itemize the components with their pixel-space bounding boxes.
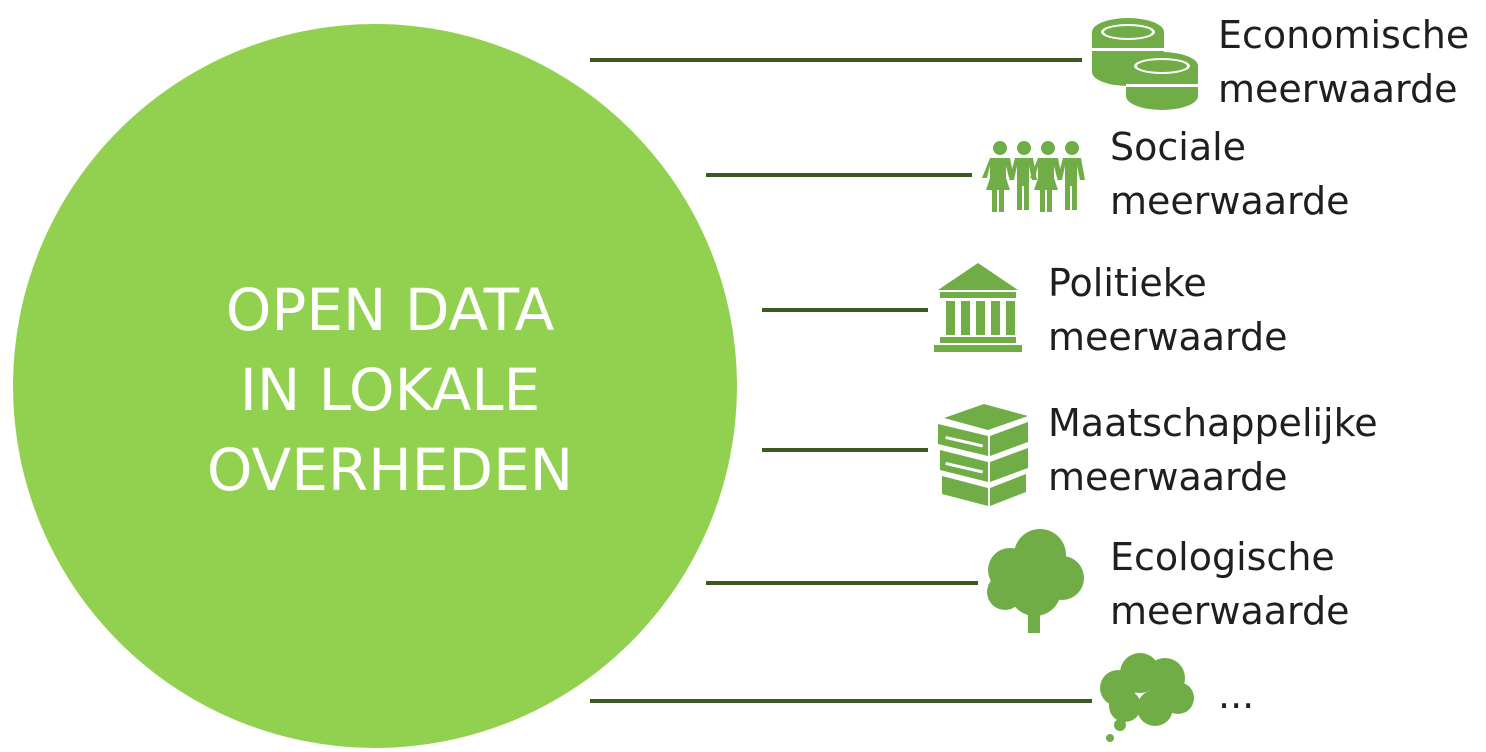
branch-label-ecologische: Ecologische meerwaarde [1110,530,1350,638]
branch-label-line-2: meerwaarde [1110,589,1350,633]
branch-label-line-1: Ecologische [1110,535,1335,579]
branch-label-economische: Economische meerwaarde [1218,8,1469,116]
branch-label-politieke: Politieke meerwaarde [1048,256,1288,364]
coins-icon [1092,18,1198,110]
thought-cloud-icon [1100,653,1194,742]
branch-label-line-1: Economische [1218,13,1470,57]
branch-label-maatschappelijke: Maatschappelijke meerwaarde [1048,396,1378,504]
branch-label-overig: ... [1218,668,1254,722]
branch-label-line-1: Politieke [1048,261,1207,305]
branch-label-sociale: Sociale meerwaarde [1110,120,1350,228]
branch-label-line-2: meerwaarde [1048,315,1288,359]
central-title-line-3: OVERHEDEN [206,436,574,504]
central-title: OPEN DATA IN LOKALE OVERHEDEN [120,270,660,510]
central-title-line-1: OPEN DATA [225,276,555,344]
branch-label-line-2: meerwaarde [1048,455,1288,499]
people-icon [982,141,1085,212]
books-icon [938,404,1028,506]
branch-label-line-1: ... [1218,673,1255,717]
government-building-icon [934,263,1022,352]
branch-label-line-2: meerwaarde [1110,179,1350,223]
branch-label-line-1: Sociale [1110,125,1247,169]
tree-icon [987,529,1084,633]
branch-label-line-1: Maatschappelijke [1048,401,1378,445]
central-title-line-2: IN LOKALE [239,356,541,424]
central-circle [13,24,737,748]
branch-label-line-2: meerwaarde [1218,67,1458,111]
